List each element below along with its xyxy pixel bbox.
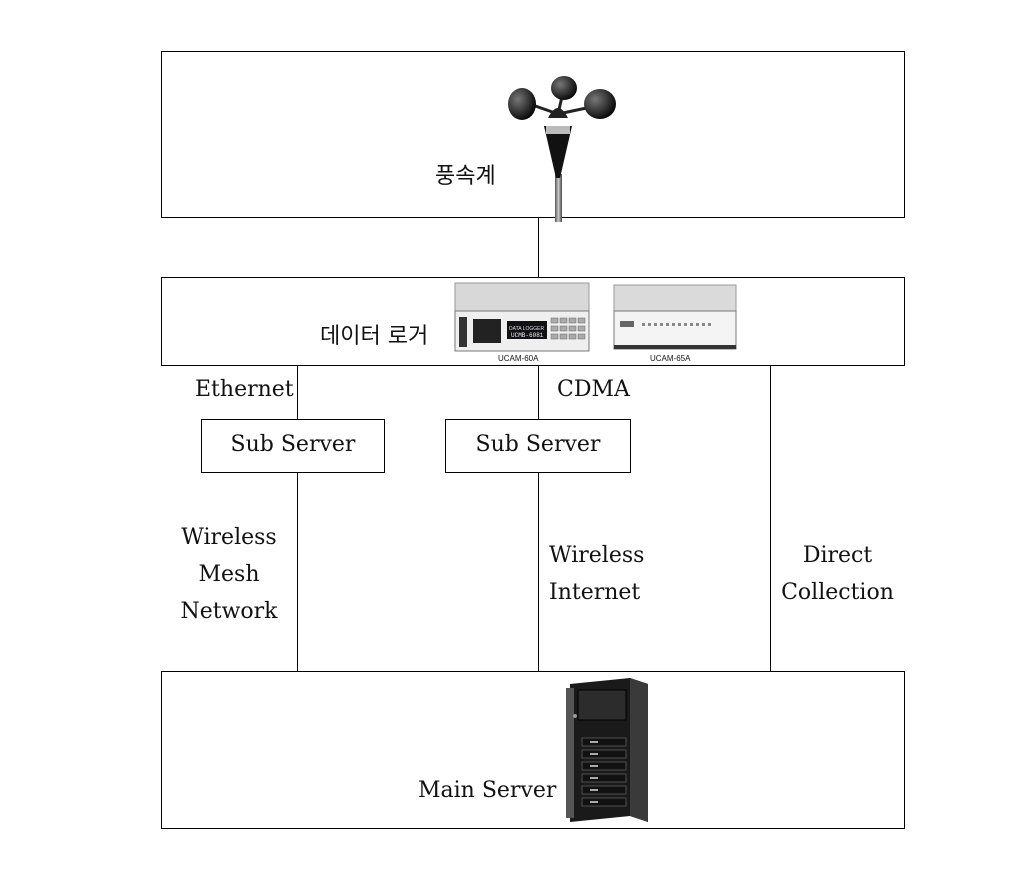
sub-server-1-box: Sub Server [201, 419, 385, 473]
sub-server-2-label: Sub Server [475, 432, 601, 457]
connector-logger-subserver-2 [538, 365, 539, 420]
connector-logger-main-direct [770, 365, 771, 671]
server-tower-icon [566, 678, 648, 822]
direct-label-line-2: Collection [781, 580, 894, 605]
wireless-mesh-network-label: Wireless Mesh Network [171, 519, 287, 630]
ucam-65a-caption: UCAM-65A [650, 354, 691, 363]
connector-anemometer-logger [538, 217, 539, 278]
main-server-box: Main Server [161, 671, 905, 829]
direct-label-line-1: Direct [802, 543, 873, 568]
anemometer-box: 풍속계 [161, 51, 905, 222]
ucam-60a-screen-text: UCMB-6081 [511, 332, 544, 339]
svg-text:DATA LOGGER: DATA LOGGER [509, 326, 544, 332]
mesh-label-line-1: Wireless [181, 525, 277, 550]
anemometer-icon [508, 76, 616, 222]
connector-logger-subserver-1 [297, 365, 298, 420]
direct-collection-label: Direct Collection [780, 537, 895, 611]
ethernet-label: Ethernet [195, 377, 294, 402]
ucam-60a-caption: UCAM-60A [498, 354, 539, 363]
data-logger-box: 데이터 로거 DATA LOGGER UCMB-6081 UCAM-60A UC… [161, 277, 905, 366]
sub-server-1-label: Sub Server [230, 432, 356, 457]
wireless-internet-label: Wireless Internet [549, 537, 644, 611]
data-logger-device-ucam-65a: UCAM-65A [613, 284, 737, 363]
cdma-label: CDMA [557, 377, 630, 402]
sub-server-2-box: Sub Server [445, 419, 631, 473]
connector-subserver-2-main [538, 471, 539, 671]
main-server-label: Main Server [418, 778, 557, 803]
anemometer-label: 풍속계 [435, 164, 496, 189]
internet-label-line-2: Internet [549, 580, 641, 605]
data-logger-device-ucam-60a: DATA LOGGER UCMB-6081 UCAM-60A [454, 282, 590, 363]
connector-subserver-1-main [297, 471, 298, 671]
internet-label-line-1: Wireless [549, 543, 645, 568]
mesh-label-line-2: Mesh [198, 562, 260, 587]
data-logger-label: 데이터 로거 [320, 324, 429, 349]
mesh-label-line-3: Network [180, 599, 278, 624]
